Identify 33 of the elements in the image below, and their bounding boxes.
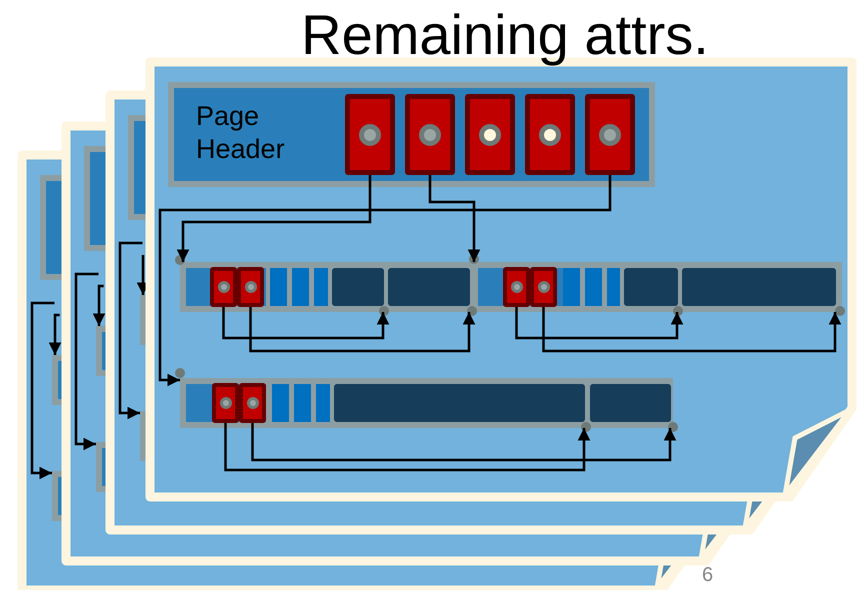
field-block bbox=[682, 268, 836, 306]
pointer-slot bbox=[210, 267, 237, 307]
field-block bbox=[624, 268, 678, 306]
arrow bbox=[542, 307, 842, 352]
page-header-box bbox=[168, 82, 655, 187]
pointer-slot bbox=[345, 94, 395, 175]
field-block bbox=[332, 268, 384, 306]
field-block bbox=[590, 384, 671, 422]
pointer-slot bbox=[585, 94, 635, 175]
record-bar bbox=[472, 262, 842, 312]
record-bar bbox=[180, 378, 673, 428]
arrow bbox=[222, 307, 390, 340]
pointer-slot bbox=[237, 267, 264, 307]
pointer-slot bbox=[525, 94, 575, 175]
field-block bbox=[334, 384, 585, 422]
record-bar bbox=[180, 262, 474, 312]
arrow bbox=[428, 175, 480, 262]
header-label: Page Header bbox=[196, 100, 286, 166]
arrow bbox=[224, 423, 590, 472]
arrow bbox=[176, 175, 372, 262]
arrow bbox=[515, 307, 684, 340]
pointer-slot bbox=[503, 267, 530, 307]
arrow bbox=[251, 423, 676, 462]
pointer-slot bbox=[405, 94, 455, 175]
pointer-slot bbox=[212, 383, 239, 423]
page-number: 6 bbox=[702, 564, 714, 587]
pointer-slot bbox=[239, 383, 266, 423]
arrow bbox=[249, 307, 476, 352]
slide-title: Remaining attrs. bbox=[300, 4, 710, 66]
pointer-slot bbox=[530, 267, 557, 307]
arrow bbox=[158, 175, 612, 386]
pointer-slot bbox=[465, 94, 515, 175]
field-block bbox=[388, 268, 470, 306]
